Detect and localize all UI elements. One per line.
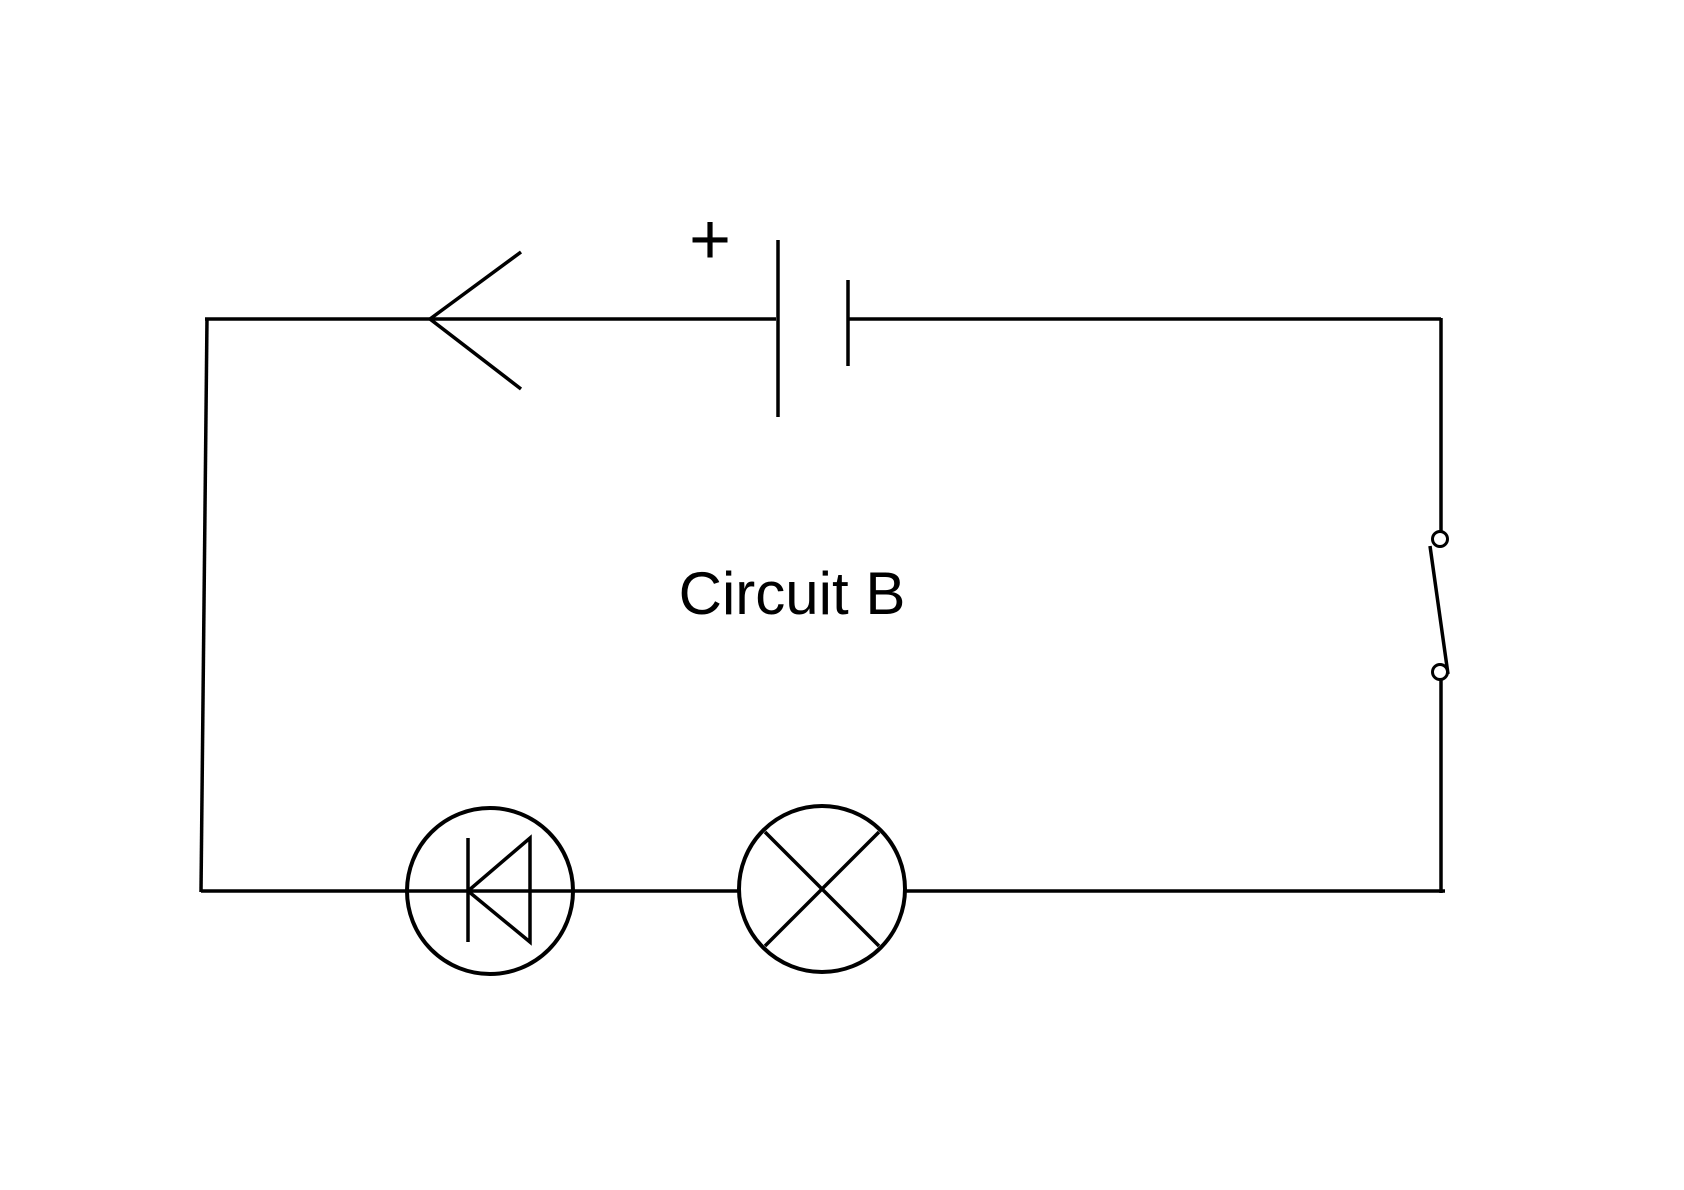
wire-left [199,317,209,893]
antenna-icon [427,250,523,391]
battery-icon [776,240,850,417]
battery-polarity-label: + [689,200,731,280]
led-icon [405,806,575,976]
switch-terminal-upper [1431,530,1449,548]
switch-lever [1428,545,1450,675]
switch-icon [1428,530,1450,681]
led-triangle [465,834,532,946]
switch-terminal-lower [1431,663,1449,681]
diagram-title: Circuit B [679,560,906,627]
lamp-icon [737,804,907,974]
